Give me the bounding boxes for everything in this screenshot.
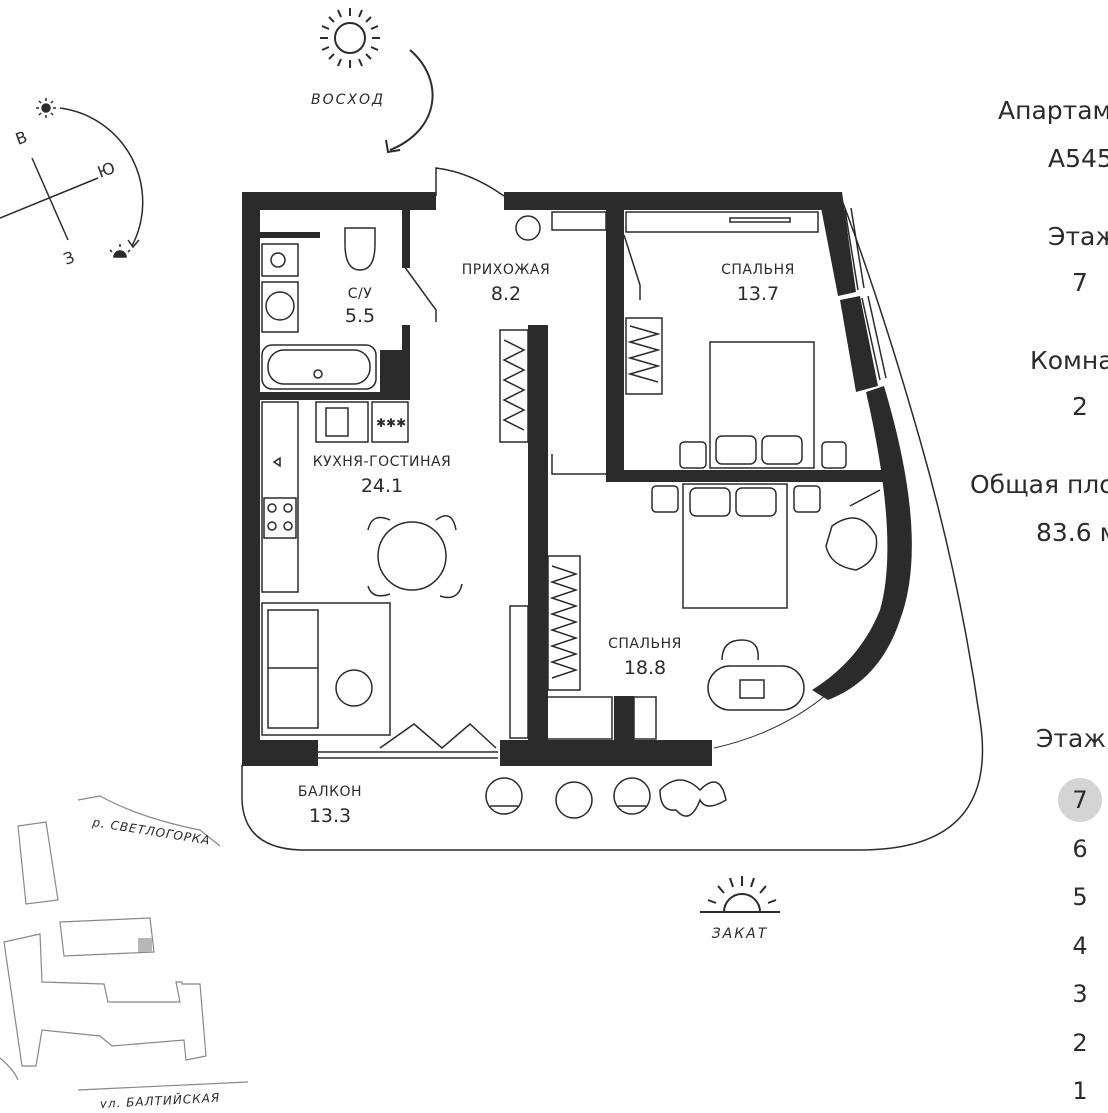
bedroom2-fixtures <box>509 483 881 740</box>
compass-sunset-icon <box>109 244 131 258</box>
floor-option-2[interactable]: 2 <box>1072 1028 1088 1057</box>
bedroom2-area: 18.8 <box>624 657 666 679</box>
hallway-name: ПРИХОЖАЯ <box>462 262 550 278</box>
hallway-fixtures <box>499 211 607 443</box>
kitchen-name: КУХНЯ-ГОСТИНАЯ <box>313 454 452 470</box>
balcony-outline <box>241 194 984 851</box>
bedroom1-area: 13.7 <box>737 283 779 305</box>
area-label: Общая пло <box>970 470 1108 499</box>
kitchen-fixtures <box>261 401 463 599</box>
sunrise-arrowhead <box>385 139 401 154</box>
river-label: р. СВЕТЛОГОРКА <box>91 815 212 848</box>
sunset-icon <box>700 876 780 913</box>
floor-option-4[interactable]: 4 <box>1072 931 1088 960</box>
stove-icon: ✱✱✱ <box>376 416 406 430</box>
floor-option-1[interactable]: 1 <box>1072 1077 1088 1105</box>
balcony-glass <box>713 599 901 749</box>
balcony-furniture <box>485 777 727 819</box>
bedroom1-name: СПАЛЬНЯ <box>721 262 795 278</box>
floor-value: 7 <box>1072 268 1088 297</box>
compass-south-letter: Ю <box>95 158 118 182</box>
kitchen-area: 24.1 <box>361 475 403 497</box>
building-marker <box>138 938 152 952</box>
compass-east-letter: В <box>13 127 30 149</box>
doors <box>379 167 641 749</box>
bedroom2-name: СПАЛЬНЯ <box>608 636 682 652</box>
compass-west-letter: З <box>61 247 77 268</box>
rooms-value: 2 <box>1072 392 1088 421</box>
exterior-walls <box>242 192 912 766</box>
apartment-label: Апартам <box>998 96 1108 125</box>
floor-option-3[interactable]: 3 <box>1072 980 1088 1008</box>
floor-label: Этаж <box>1048 222 1108 251</box>
compass-sun-icon <box>36 98 56 118</box>
hallway-area: 8.2 <box>491 283 521 305</box>
floor-option-7[interactable]: 7 <box>1058 778 1102 822</box>
floor-option-5[interactable]: 5 <box>1072 883 1088 911</box>
street-label: ул. БАЛТИЙСКАЯ <box>98 1090 220 1108</box>
balcony-name: БАЛКОН <box>298 784 362 800</box>
interior-walls <box>260 210 884 742</box>
bathroom-area: 5.5 <box>345 305 375 327</box>
sunrise-label: ВОСХОД <box>311 92 385 108</box>
compass <box>0 107 144 249</box>
sunset-label: ЗАКАТ <box>712 926 769 942</box>
site-map <box>0 795 249 1091</box>
apartment-value: А545 <box>1048 144 1108 173</box>
sunrise-arrow <box>389 49 434 151</box>
window-segments <box>318 207 887 759</box>
sofa <box>261 602 391 736</box>
rooms-label: Комна <box>1030 346 1108 375</box>
area-value: 83.6 м <box>1036 518 1108 547</box>
bedroom1-fixtures <box>625 211 847 469</box>
floors-header: Этаж <box>1036 724 1106 753</box>
bathroom-name: С/У <box>348 286 373 302</box>
floor-option-6[interactable]: 6 <box>1072 834 1088 863</box>
balcony-area: 13.3 <box>309 805 351 827</box>
sunrise-icon <box>320 8 380 68</box>
bathroom-fixtures <box>261 227 399 390</box>
